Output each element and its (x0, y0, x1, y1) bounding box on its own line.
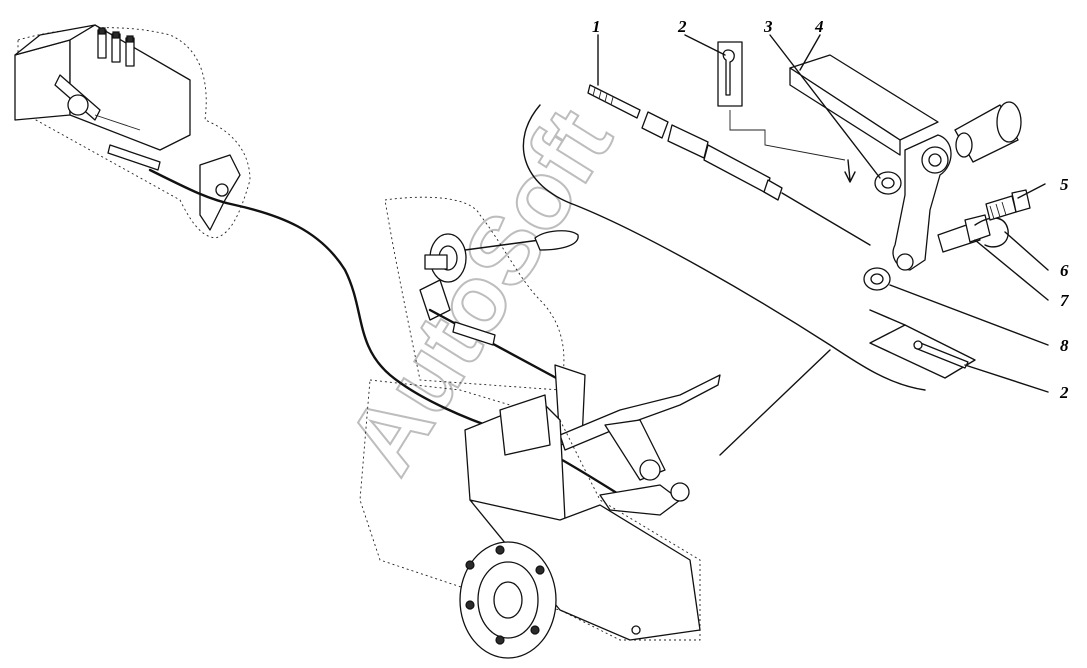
callout-2: 2 (677, 17, 687, 36)
callout-8: 8 (1060, 336, 1069, 355)
callout-3: 3 (763, 17, 773, 36)
callout-labels: 1 2 3 4 5 6 7 8 2 (592, 17, 1070, 402)
callout-6: 6 (1060, 261, 1069, 280)
callout-7: 7 (1060, 291, 1070, 310)
callout-1: 1 (592, 17, 601, 36)
frame-housing (359, 379, 701, 659)
callout-2-lower: 2 (1059, 383, 1069, 402)
callout-5: 5 (1060, 175, 1069, 194)
callout-4: 4 (814, 17, 824, 36)
fuel-pump-assembly (14, 24, 251, 239)
exploded-detail (522, 41, 1031, 456)
leader-lines (597, 34, 1049, 393)
